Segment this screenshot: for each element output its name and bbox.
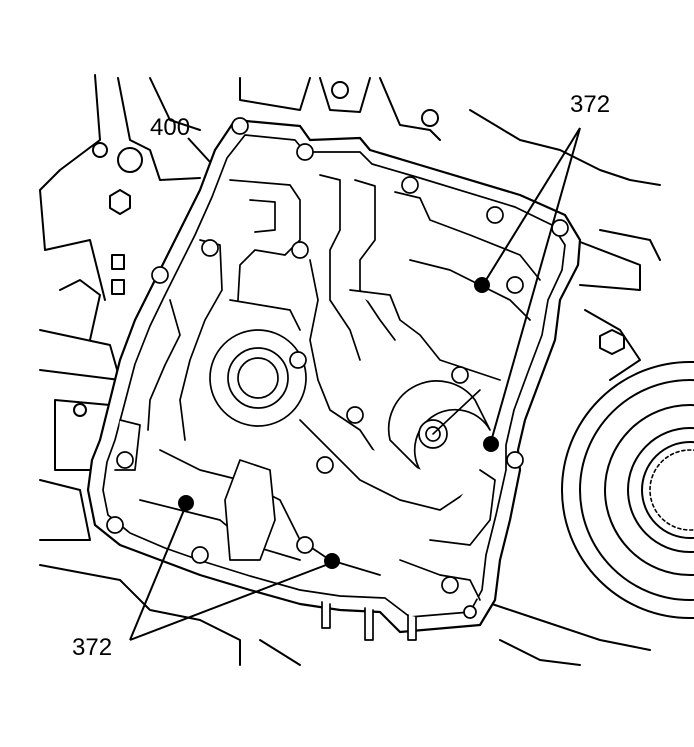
leader-372-top-b bbox=[491, 127, 581, 439]
leader-372-bottom-a bbox=[129, 509, 185, 641]
checkball-lower-left bbox=[178, 495, 194, 511]
callout-372-bottom-left: 372 bbox=[72, 634, 112, 661]
spacer-plate bbox=[86, 117, 582, 641]
clutch-drum bbox=[561, 361, 694, 619]
callout-400: 400 bbox=[150, 114, 190, 141]
leader-lines bbox=[129, 127, 581, 641]
checkball-lower-mid bbox=[324, 553, 340, 569]
transmission-case bbox=[39, 74, 661, 666]
check-balls bbox=[178, 277, 499, 569]
checkball-upper bbox=[474, 277, 490, 293]
bolt-holes bbox=[106, 117, 569, 619]
leader-372-top-a bbox=[485, 127, 581, 281]
leader-372-bottom-b bbox=[129, 564, 327, 641]
checkball-right bbox=[483, 436, 499, 452]
leader-400 bbox=[187, 137, 211, 163]
callout-372-top-right: 372 bbox=[570, 91, 610, 118]
